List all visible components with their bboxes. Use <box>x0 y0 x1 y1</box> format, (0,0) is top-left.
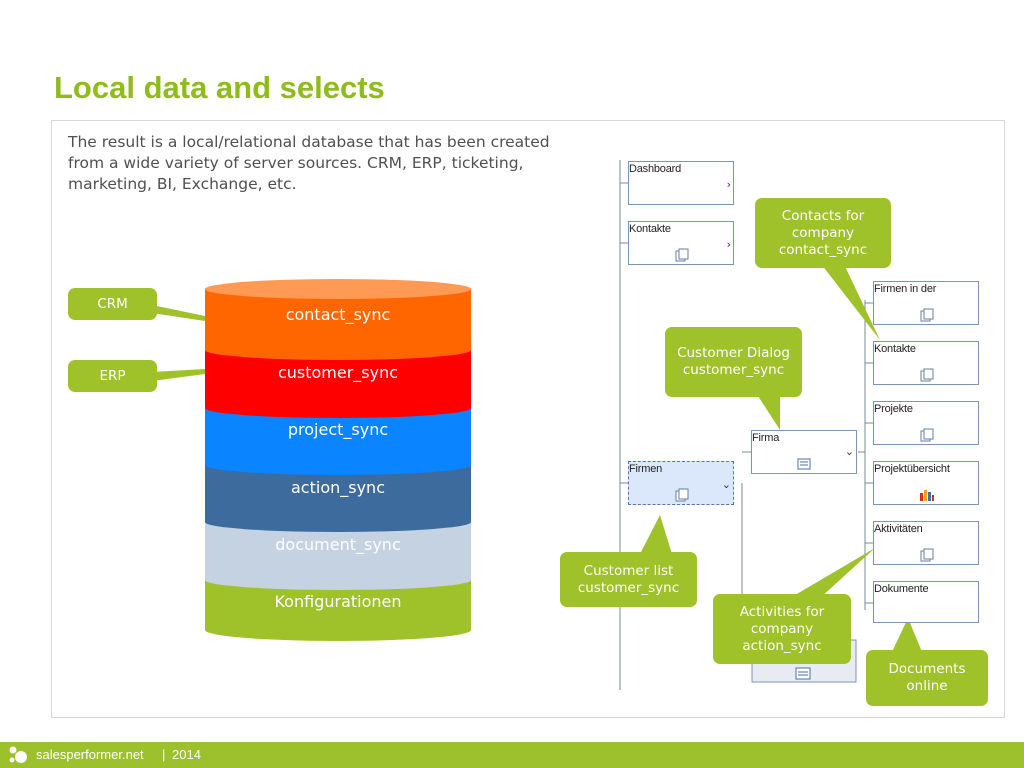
intro-text: The result is a local/relational databas… <box>68 133 550 193</box>
window-firma: Firma ⌄ <box>751 430 857 474</box>
pages-icon <box>920 308 934 322</box>
list-callout-pointer <box>640 515 672 554</box>
window-projekte: Projekte <box>873 401 979 445</box>
window-title: Firma <box>752 432 780 444</box>
content-frame <box>51 120 1005 718</box>
slide-title: Local data and selects <box>54 70 385 105</box>
db-label-contact-sync: contact_sync <box>285 305 391 324</box>
activities-callout-pointer <box>790 548 875 598</box>
window-dokumente: Dokumente <box>873 581 979 623</box>
crm-pointer <box>152 305 205 321</box>
footer-brand: salesperformer.net <box>36 747 144 762</box>
db-layer-customer-sync <box>205 350 471 418</box>
window-title: Projektübersicht <box>874 463 950 475</box>
window-dashboard: Dashboard › <box>628 161 734 205</box>
pages-icon <box>675 248 689 262</box>
db-layer-action-sync <box>205 465 471 532</box>
footer-year: 2014 <box>172 747 201 762</box>
db-label-document-sync: document_sync <box>275 535 401 554</box>
chevron-right-icon: › <box>726 238 731 251</box>
window-title: Dokumente <box>874 583 929 595</box>
chevron-down-icon: ⌄ <box>844 445 854 458</box>
window-title: Firmen <box>629 463 663 475</box>
pages-icon <box>675 488 689 502</box>
window-small-icon <box>795 667 811 680</box>
window-title: Kontakte <box>629 223 671 235</box>
callout-contacts: Contacts for company contact_sync <box>755 198 891 268</box>
window-title: Projekte <box>874 403 913 415</box>
window-title: Kontakte <box>874 343 916 355</box>
dialog-callout-pointer <box>758 396 780 430</box>
window-firmen-in-der: Firmen in der <box>873 281 979 325</box>
pages-icon <box>920 548 934 562</box>
chevron-right-icon: › <box>726 178 731 191</box>
window-kontakte: Kontakte › <box>628 221 734 265</box>
contacts-callout-pointer <box>818 260 880 340</box>
erp-pointer <box>152 369 205 381</box>
window-title: Dashboard <box>629 163 682 175</box>
pages-icon <box>920 428 934 442</box>
pages-icon <box>920 368 934 382</box>
callout-documents: Documents online <box>866 650 988 706</box>
db-label-konfigurationen: Konfigurationen <box>274 592 402 611</box>
db-label-customer-sync: customer_sync <box>277 363 399 382</box>
brand-logo-icon <box>9 746 27 763</box>
window-firmen: Firmen ⌄ <box>628 461 734 505</box>
window-aktivitaeten: Aktivitäten <box>873 521 979 565</box>
erp-callout: ERP <box>68 360 157 392</box>
footer-bar <box>0 742 1024 768</box>
db-layer-document-sync <box>205 522 471 590</box>
window-title: Aktivitäten <box>874 523 923 535</box>
form-icon <box>797 458 811 470</box>
callout-customer-dialog: Customer Dialog customer_sync <box>665 327 802 397</box>
footer-separator: | <box>162 747 166 762</box>
documents-callout-pointer <box>892 618 922 652</box>
window-kontakte-company: Kontakte <box>873 341 979 385</box>
db-layer-project-sync <box>205 408 471 475</box>
db-label-action-sync: action_sync <box>291 478 385 497</box>
chevron-down-icon: ⌄ <box>721 478 731 491</box>
db-label-project-sync: project_sync <box>287 420 389 439</box>
db-layer-konfigurationen <box>205 580 471 641</box>
window-projektuebersicht: Projektübersicht <box>873 461 979 505</box>
window-title: Firmen in der <box>874 283 937 295</box>
bar-chart-icon <box>920 490 934 501</box>
callout-customer-list: Customer list customer_sync <box>560 552 697 607</box>
crm-callout: CRM <box>68 288 157 320</box>
callout-activities: Activities for company action_sync <box>713 594 851 664</box>
db-layer-contact-sync <box>205 279 471 360</box>
